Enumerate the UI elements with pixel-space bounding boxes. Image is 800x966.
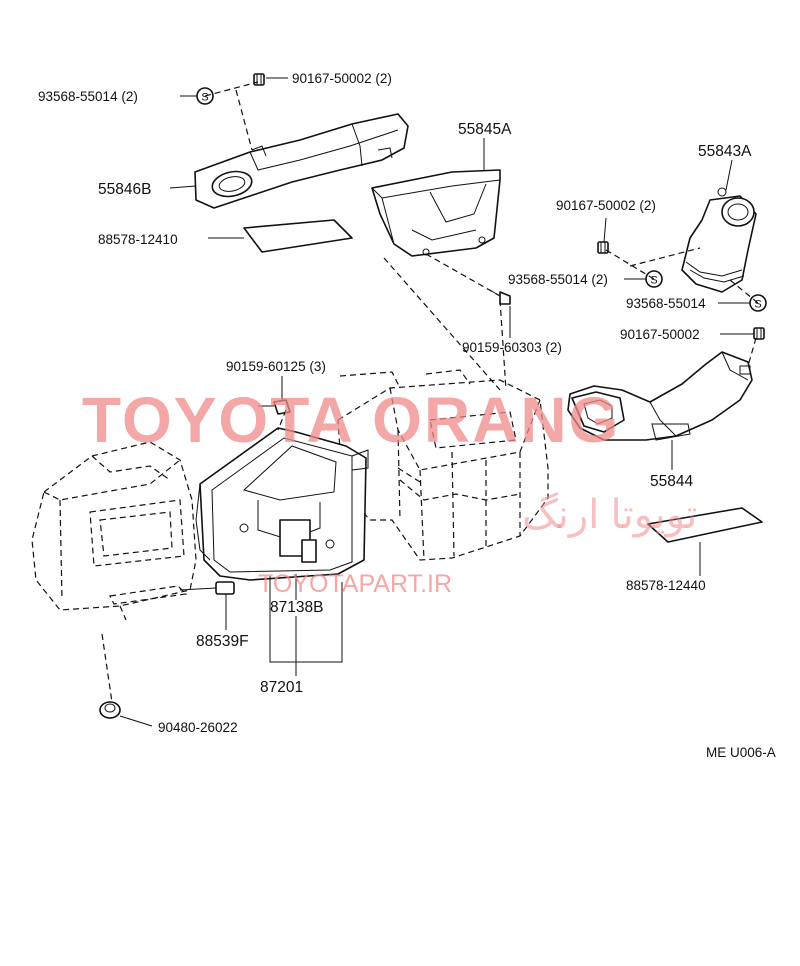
duct-55846b-drawing (194, 113, 409, 209)
label-55844: 55844 (650, 473, 693, 490)
case-55845a-drawing (371, 169, 501, 257)
heater-unit-drawing (337, 369, 549, 561)
duct-55843a-drawing (681, 187, 757, 293)
label-93568-55014-2-top: 93568-55014 (2) (38, 89, 138, 104)
diagram-code: ME U006-A (706, 745, 776, 760)
svg-text:S: S (754, 299, 761, 311)
label-55845a: 55845A (458, 121, 512, 138)
connector-88539f-icon (179, 581, 235, 595)
watermark-site: TOYOTAPART.IR (258, 570, 452, 598)
grommet-90480-26022-icon (99, 701, 121, 719)
clip-93568-55014-icon: S (749, 294, 767, 312)
label-90159-60303-2: 90159-60303 (2) (462, 340, 562, 355)
label-93568-55014: 93568-55014 (626, 296, 706, 311)
watermark-brand: TOYOTA ORANG (82, 384, 620, 456)
label-90167-50002: 90167-50002 (620, 327, 700, 342)
label-87138b: 87138B (270, 599, 323, 616)
clip-93568-55014-right-icon: S (645, 270, 663, 288)
gasket-88578-12440-drawing (647, 507, 763, 543)
label-88578-12440: 88578-12440 (626, 578, 706, 593)
label-90167-50002-2-right: 90167-50002 (2) (556, 198, 656, 213)
label-93568-55014-2-right: 93568-55014 (2) (508, 272, 608, 287)
label-55843a: 55843A (698, 143, 752, 160)
nut-90167-50002-icon (753, 327, 765, 340)
label-90167-50002-2-top: 90167-50002 (2) (292, 71, 392, 86)
blower-housing-drawing (31, 441, 197, 621)
label-88539f: 88539F (196, 633, 249, 650)
duct-55844-drawing (567, 351, 753, 441)
blower-case-87201-drawing (195, 427, 369, 581)
label-87201: 87201 (260, 679, 303, 696)
label-90480-26022: 90480-26022 (158, 720, 238, 735)
svg-text:S: S (650, 275, 657, 287)
svg-text:S: S (201, 92, 208, 104)
nut-90167-50002-right-icon (597, 241, 609, 254)
label-55846b: 55846B (98, 181, 151, 198)
nut-90167-50002-top-icon (253, 73, 265, 86)
label-90159-60125-3: 90159-60125 (3) (226, 359, 326, 374)
watermark-arabic: تویوتا ارنگ (522, 492, 697, 538)
gasket-88578-12410-drawing (243, 219, 353, 253)
leader-lines (119, 77, 754, 727)
label-88578-12410: 88578-12410 (98, 232, 178, 247)
